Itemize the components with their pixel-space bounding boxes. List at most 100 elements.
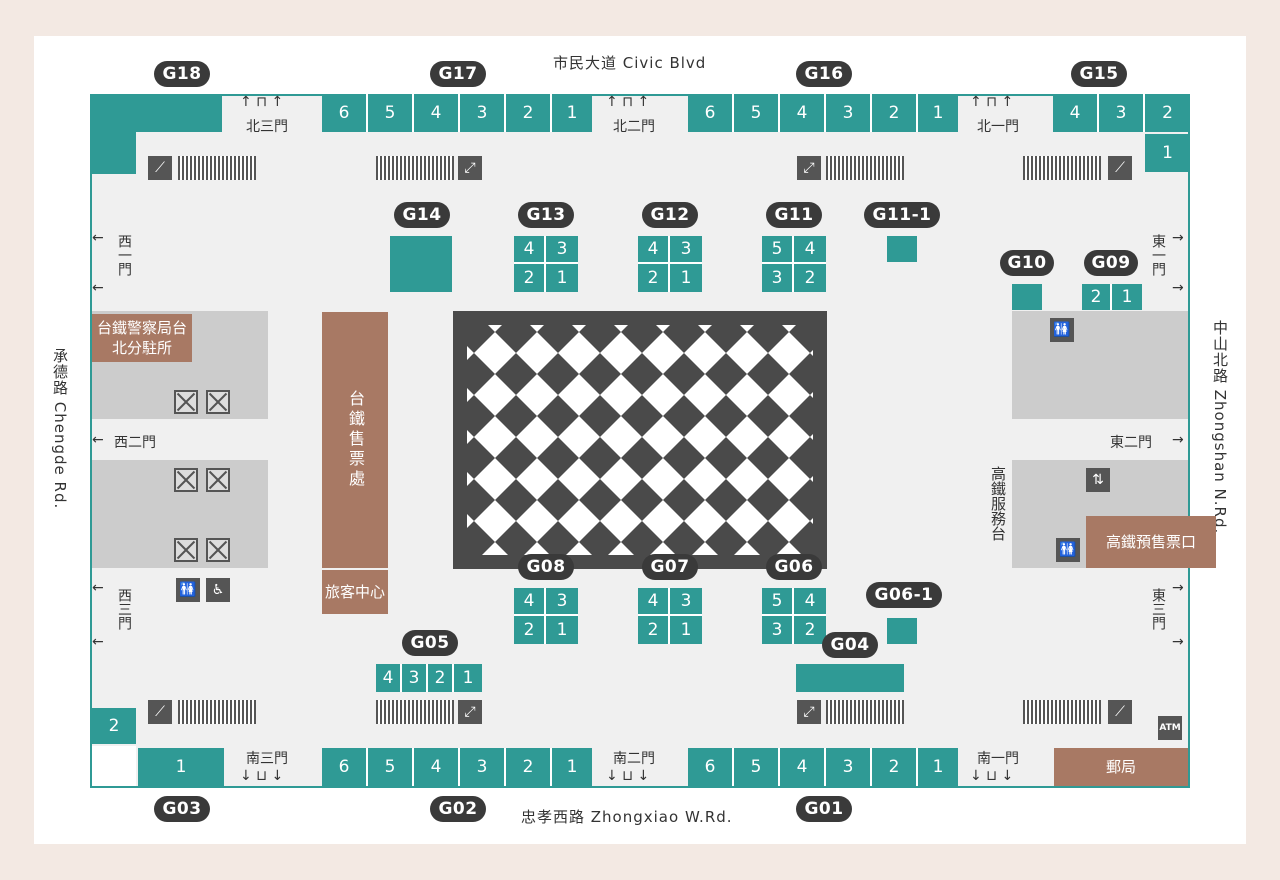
gate-6[interactable]: 6	[688, 94, 734, 132]
hsr-service-desk[interactable]: 高鐵服務台	[989, 466, 1007, 541]
gate-2[interactable]: 2	[872, 94, 918, 132]
tra-ticket-office[interactable]: 台鐵售票處	[322, 312, 388, 568]
exit-g10[interactable]: G10	[1000, 250, 1054, 276]
exit-g06-1[interactable]: G06-1	[866, 582, 942, 608]
traveler-center[interactable]: 旅客中心	[322, 570, 388, 614]
gate-2[interactable]: 2	[92, 708, 136, 744]
exit-g04[interactable]: G04	[822, 632, 878, 658]
gate-1[interactable]: 1	[552, 748, 592, 786]
gate-4[interactable]: 4	[414, 748, 460, 786]
gate-3[interactable]: 3	[546, 236, 578, 264]
gate-2[interactable]: 2	[514, 264, 546, 292]
exit-g09[interactable]: G09	[1084, 250, 1138, 276]
exit-g17[interactable]: G17	[430, 61, 486, 87]
gate-2[interactable]: 2	[428, 664, 454, 692]
police-office[interactable]: 台鐵警察局台北分駐所	[92, 314, 192, 362]
gate-4[interactable]: 4	[1053, 94, 1099, 132]
gate-5[interactable]: 5	[368, 94, 414, 132]
gate-3[interactable]: 3	[460, 94, 506, 132]
gate-2[interactable]: 2	[794, 264, 826, 292]
gate-west-3[interactable]: 西三門	[116, 588, 132, 630]
gate-2[interactable]: 2	[1145, 94, 1190, 132]
gate-5[interactable]: 5	[762, 236, 794, 264]
gate-3[interactable]: 3	[826, 94, 872, 132]
exit-g05[interactable]: G05	[402, 630, 458, 656]
gate-4[interactable]: 4	[514, 236, 546, 264]
gate-east-3[interactable]: 東三門	[1150, 588, 1166, 630]
exit-g02[interactable]: G02	[430, 796, 486, 822]
gate-south-1[interactable]: 南一門	[977, 751, 1019, 767]
exit-g07[interactable]: G07	[642, 554, 698, 580]
gate-east-2[interactable]: 東二門	[1110, 435, 1152, 451]
post-office[interactable]: 郵局	[1054, 748, 1188, 786]
gate-north-1[interactable]: 北一門	[977, 119, 1019, 135]
exit-g16[interactable]: G16	[796, 61, 852, 87]
gate-2[interactable]: 2	[638, 616, 670, 644]
gate-south-3[interactable]: 南三門	[246, 751, 288, 767]
exit-g13[interactable]: G13	[518, 202, 574, 228]
exit-g12[interactable]: G12	[642, 202, 698, 228]
gate-1[interactable]: 1	[546, 264, 578, 292]
gate-4[interactable]: 4	[780, 94, 826, 132]
gate-2[interactable]: 2	[794, 616, 826, 644]
gate-1[interactable]: 1	[918, 748, 958, 786]
gate-2[interactable]: 2	[638, 264, 670, 292]
gate-3[interactable]: 3	[762, 616, 794, 644]
gate-3[interactable]: 3	[402, 664, 428, 692]
exit-g14[interactable]: G14	[394, 202, 450, 228]
gate-3[interactable]: 3	[670, 588, 702, 616]
gate-2[interactable]: 2	[872, 748, 918, 786]
gate-north-2[interactable]: 北二門	[613, 119, 655, 135]
gate-1[interactable]: 1	[670, 616, 702, 644]
gate-1[interactable]: 1	[454, 664, 482, 692]
gate-west-2[interactable]: 西二門	[114, 435, 156, 451]
gate-4[interactable]: 4	[794, 588, 826, 616]
stairs-icon: ⟋	[148, 700, 172, 724]
gate-4[interactable]: 4	[414, 94, 460, 132]
gate-1[interactable]: 1	[1112, 284, 1142, 310]
gate-4[interactable]: 4	[638, 236, 670, 264]
gate-west-1[interactable]: 西一門	[116, 234, 132, 276]
exit-g08[interactable]: G08	[518, 554, 574, 580]
gate-4[interactable]: 4	[638, 588, 670, 616]
gate-1[interactable]: 1	[138, 748, 224, 786]
exit-g11[interactable]: G11	[766, 202, 822, 228]
exit-g18[interactable]: G18	[154, 61, 210, 87]
gate-east-1[interactable]: 東一門	[1150, 234, 1166, 276]
gate-1[interactable]: 1	[918, 94, 958, 132]
gate-1[interactable]: 1	[670, 264, 702, 292]
exit-g03[interactable]: G03	[154, 796, 210, 822]
gate-4[interactable]: 4	[514, 588, 546, 616]
gate-south-2[interactable]: 南二門	[613, 751, 655, 767]
gate-4[interactable]: 4	[376, 664, 402, 692]
gate-3[interactable]: 3	[670, 236, 702, 264]
gate-2[interactable]: 2	[506, 748, 552, 786]
gate-2[interactable]: 2	[514, 616, 546, 644]
hsr-presale-window[interactable]: 高鐵預售票口	[1086, 516, 1216, 568]
gate-4[interactable]: 4	[794, 236, 826, 264]
gate-1[interactable]: 1	[1145, 134, 1190, 172]
gate-north-3[interactable]: 北三門	[246, 119, 288, 135]
gate-6[interactable]: 6	[688, 748, 734, 786]
gate-1[interactable]: 1	[546, 616, 578, 644]
gate-6[interactable]: 6	[322, 94, 368, 132]
gate-2[interactable]: 2	[506, 94, 552, 132]
gate-3[interactable]: 3	[1099, 94, 1145, 132]
gate-6[interactable]: 6	[322, 748, 368, 786]
exit-g11-1[interactable]: G11-1	[864, 202, 940, 228]
gate-3[interactable]: 3	[546, 588, 578, 616]
gate-5[interactable]: 5	[734, 748, 780, 786]
gate-2[interactable]: 2	[1082, 284, 1112, 310]
gate-3[interactable]: 3	[460, 748, 506, 786]
gate-3[interactable]: 3	[826, 748, 872, 786]
exit-g06[interactable]: G06	[766, 554, 822, 580]
gate-5[interactable]: 5	[762, 588, 794, 616]
gate-5[interactable]: 5	[368, 748, 414, 786]
gate-1[interactable]: 1	[552, 94, 592, 132]
gate-3[interactable]: 3	[762, 264, 794, 292]
exit-g15[interactable]: G15	[1071, 61, 1127, 87]
gate-4[interactable]: 4	[780, 748, 826, 786]
gate-5[interactable]: 5	[734, 94, 780, 132]
atm-icon[interactable]: ATM	[1158, 716, 1182, 740]
exit-g01[interactable]: G01	[796, 796, 852, 822]
